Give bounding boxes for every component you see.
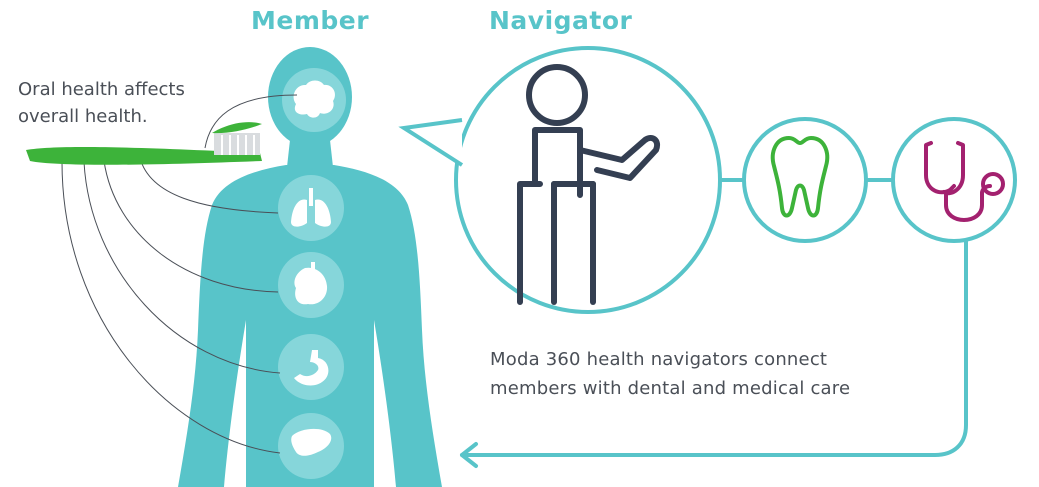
navigator-caption-line-2: members with dental and medical care (490, 378, 851, 399)
navigator-caption-line-1: Moda 360 health navigators connect (490, 349, 828, 370)
organ-connector-lines (61, 94, 298, 454)
toothbrush-icon (26, 122, 262, 165)
oral-health-caption-line-1: Oral health affects (18, 79, 185, 100)
oral-health-caption-line-2: overall health. (18, 106, 148, 127)
brain-icon (293, 80, 335, 118)
navigator-speech-bubble (398, 46, 722, 314)
tooth-circle (742, 117, 868, 243)
stethoscope-icon (924, 141, 1005, 222)
oral-health-caption: Oral health affects overall health. (18, 76, 185, 130)
stethoscope-circle (891, 117, 1017, 243)
liver-icon (291, 428, 332, 456)
heart-icon (294, 262, 328, 305)
member-heading: Member (251, 6, 370, 35)
lungs-circle (278, 175, 344, 241)
stomach-circle (278, 334, 344, 400)
return-arrow (460, 239, 968, 468)
person-pointing-icon (517, 64, 660, 305)
lungs-icon (291, 188, 331, 227)
tooth-icon (770, 136, 830, 218)
navigator-heading: Navigator (489, 6, 633, 35)
navigator-caption: Moda 360 health navigators connect membe… (490, 345, 850, 403)
stomach-icon (294, 350, 329, 386)
